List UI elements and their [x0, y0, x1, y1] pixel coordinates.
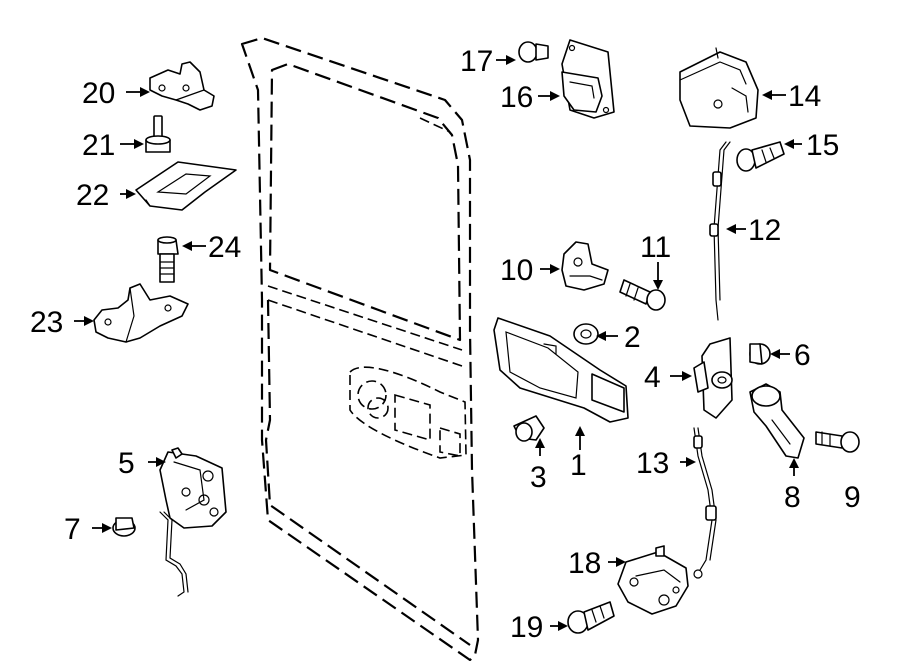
callout-16: 16: [500, 81, 533, 114]
part-24-bolt: [157, 236, 179, 283]
part-2-nut: [573, 323, 599, 345]
part-6-bushing: [749, 343, 771, 365]
part-23-hinge-bracket: [93, 283, 189, 343]
callout-22: 22: [76, 179, 109, 212]
callout-5: 5: [118, 447, 135, 480]
part-19-bolt: [567, 601, 615, 634]
callout-19: 19: [510, 611, 543, 644]
callout-12: 12: [748, 214, 781, 247]
callout-21: 21: [82, 129, 115, 162]
leader-lines: [74, 55, 802, 631]
callout-24: 24: [208, 231, 241, 264]
callout-18: 18: [568, 547, 601, 580]
part-4-actuator: [693, 337, 733, 419]
part-18-latch: [617, 545, 689, 615]
part-22-plate: [135, 161, 237, 211]
callout-8: 8: [784, 481, 801, 514]
callout-6: 6: [794, 339, 811, 372]
part-17-fastener: [518, 41, 549, 63]
callout-17: 17: [460, 45, 493, 78]
callout-14: 14: [788, 80, 821, 113]
callout-9: 9: [844, 481, 861, 514]
callout-2: 2: [624, 321, 641, 354]
part-20-bracket: [149, 61, 215, 111]
callout-23: 23: [30, 306, 63, 339]
part-9-bolt: [815, 431, 860, 453]
part-10-bracket: [561, 241, 609, 291]
part-1-handle: [493, 317, 629, 423]
part-21-bolt: [145, 115, 171, 153]
callout-4: 4: [644, 361, 661, 394]
part-16-striker: [561, 39, 615, 119]
callout-11: 11: [640, 231, 671, 264]
part-8-link: [749, 383, 805, 459]
door-outline: [240, 36, 480, 661]
part-5-latch: [159, 447, 227, 597]
part-3-connector: [513, 415, 545, 442]
callout-7: 7: [64, 513, 81, 546]
callout-numbers: 20 21 22 24 23 17 16 14 15 12 10 11 2 1 …: [30, 45, 861, 644]
callout-3: 3: [530, 461, 547, 494]
part-12-rod: [709, 141, 731, 321]
part-7-bolt: [112, 517, 136, 537]
callout-1: 1: [570, 449, 587, 482]
callout-10: 10: [500, 254, 533, 287]
callout-13: 13: [636, 447, 669, 480]
part-11-bolt: [619, 279, 666, 311]
part-14-lock: [679, 47, 759, 129]
callout-20: 20: [82, 77, 115, 110]
part-15-bolt: [736, 141, 785, 172]
callout-15: 15: [806, 129, 839, 162]
part-13-rod: [693, 427, 717, 579]
